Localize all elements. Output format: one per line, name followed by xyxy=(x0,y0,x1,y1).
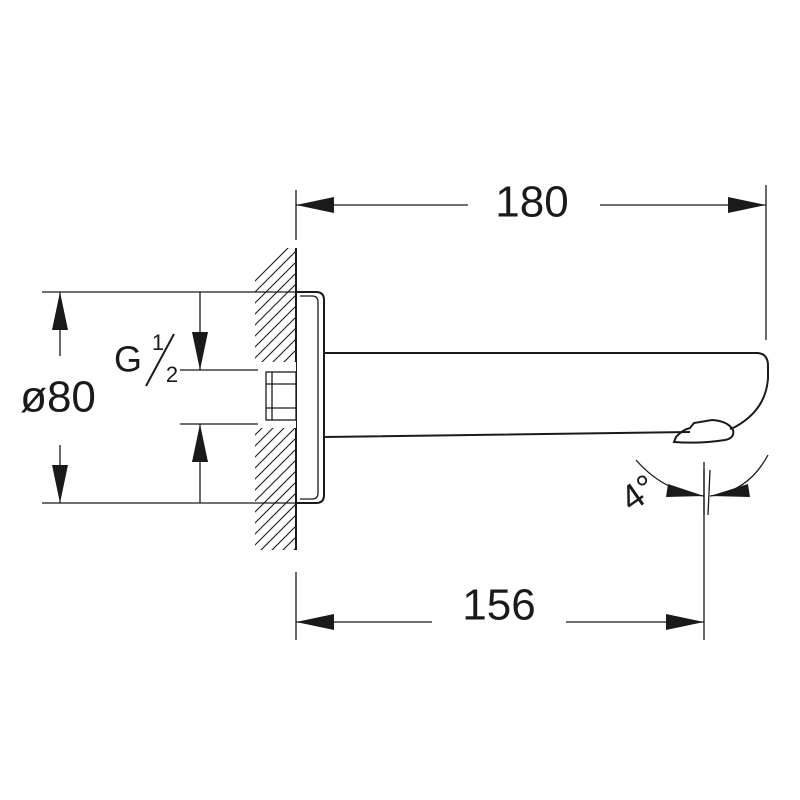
thread-connector xyxy=(265,371,297,421)
hatch-line xyxy=(255,294,297,337)
hatch-line xyxy=(255,459,297,502)
flange-inner-edge xyxy=(300,295,319,500)
dimension-156-label: 156 xyxy=(462,581,535,630)
thread-label-g: G xyxy=(114,339,142,380)
dimension-thread-g12: G 1 2 xyxy=(114,292,258,503)
hatch-line xyxy=(260,514,297,550)
hatch-line xyxy=(255,261,297,304)
wall-opening xyxy=(254,362,296,428)
thread-label-numerator: 1 xyxy=(152,330,164,355)
hatch-line xyxy=(254,570,296,612)
hatch-line xyxy=(255,470,297,513)
hatch-line xyxy=(254,559,296,601)
flange xyxy=(296,291,325,504)
thread-label-denominator: 2 xyxy=(166,362,178,387)
hatch-line xyxy=(254,581,296,623)
spout-outlet xyxy=(672,418,735,444)
dimension-angle: 4° xyxy=(612,454,769,519)
dimension-180-label: 180 xyxy=(495,178,568,227)
hatch-line xyxy=(255,503,297,546)
spout-body xyxy=(323,352,769,438)
wall-hatching xyxy=(254,248,297,634)
hatch-line xyxy=(255,250,297,293)
hatch-line xyxy=(254,592,296,634)
dimension-diameter-80: ø80 xyxy=(20,291,296,504)
dimension-180: 180 xyxy=(295,178,767,340)
dimension-diameter-label: ø80 xyxy=(20,373,96,422)
hatch-line xyxy=(271,525,297,550)
hatch-line xyxy=(255,283,297,326)
hatch-line xyxy=(255,492,297,535)
hatch-line xyxy=(255,272,297,315)
hatch-line xyxy=(255,448,297,491)
hatch-line xyxy=(255,305,297,348)
hatch-line xyxy=(293,547,297,550)
hatch-line xyxy=(255,426,297,469)
dimension-156: 156 xyxy=(295,462,705,640)
thread-fraction-slash xyxy=(145,333,175,387)
hatch-line xyxy=(255,437,297,480)
hatch-line xyxy=(255,316,297,359)
angle-label: 4° xyxy=(612,466,664,519)
hatch-line xyxy=(255,248,289,282)
hatch-line xyxy=(282,536,297,550)
